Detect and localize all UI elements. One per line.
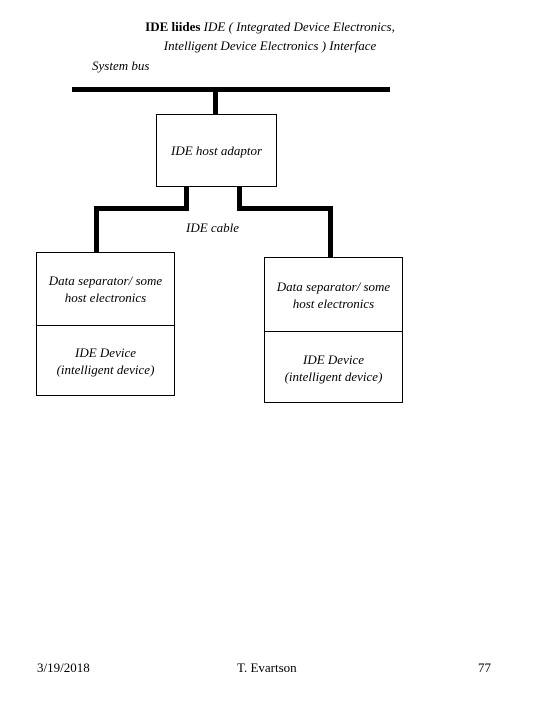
left-cable-vertical: [94, 206, 99, 252]
slide-title-line1: IDE liides IDE ( Integrated Device Elect…: [0, 18, 540, 35]
right-cable-horizontal: [237, 206, 333, 211]
slide-title-bold: IDE liides: [145, 19, 201, 34]
ide-host-adaptor-box: IDE host adaptor: [156, 114, 277, 187]
left-cable-drop: [184, 187, 189, 211]
slide-title-rest: IDE ( Integrated Device Electronics,: [203, 19, 395, 34]
right-ide-device-box: IDE Device (intelligent device): [265, 332, 402, 403]
right-device-stack: Data separator/ some host electronics ID…: [264, 257, 403, 403]
left-ide-device-box: IDE Device (intelligent device): [37, 326, 174, 396]
footer-author: T. Evartson: [237, 660, 297, 675]
ide-cable-label: IDE cable: [186, 220, 240, 235]
right-cable-drop: [237, 187, 242, 211]
footer-page-number: 77: [478, 660, 491, 675]
left-ide-device-label: IDE Device (intelligent device): [56, 345, 155, 377]
right-ide-device-label: IDE Device (intelligent device): [284, 351, 383, 384]
slide-title-line2-text: Intelligent Device Electronics ) Interfa…: [163, 38, 377, 53]
system-bus-line: [72, 87, 390, 92]
right-data-separator-label: Data separator/ some host electronics: [276, 278, 391, 311]
ide-host-adaptor-label: IDE host adaptor: [171, 143, 262, 158]
bus-to-adaptor-connector: [213, 92, 218, 114]
left-data-separator-box: Data separator/ some host electronics: [37, 253, 174, 326]
left-cable-horizontal: [94, 206, 189, 211]
slide-title-line2: Intelligent Device Electronics ) Interfa…: [0, 37, 540, 54]
right-cable-vertical: [328, 206, 333, 257]
system-bus-label: System bus: [92, 58, 150, 73]
footer-date: 3/19/2018: [37, 660, 90, 675]
right-data-separator-box: Data separator/ some host electronics: [265, 258, 402, 332]
left-data-separator-label: Data separator/ some host electronics: [48, 273, 163, 305]
left-device-stack: Data separator/ some host electronics ID…: [36, 252, 175, 396]
